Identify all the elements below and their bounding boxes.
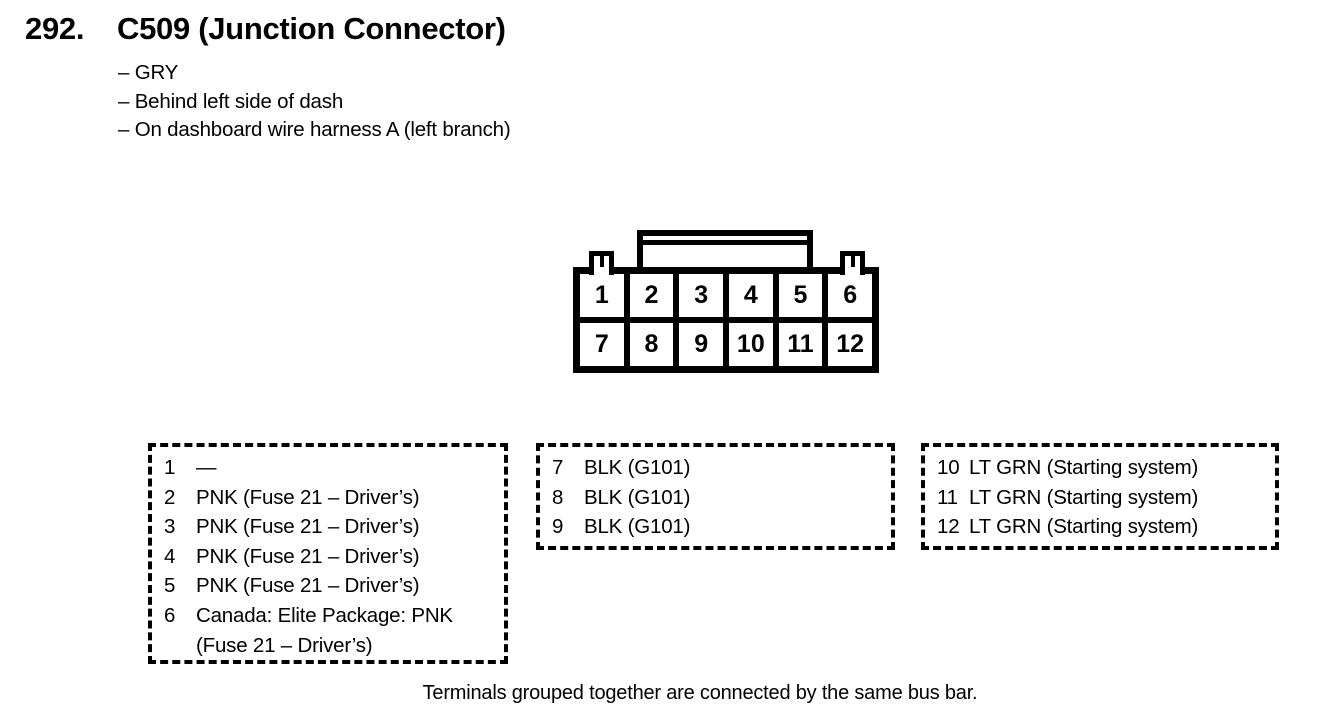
- connector-keying-bump-right: [840, 251, 865, 275]
- pin-description: Canada: Elite Package: PNK: [196, 603, 453, 627]
- pin-entry: 3 PNK (Fuse 21 – Driver’s): [164, 512, 500, 542]
- pin-description: BLK (G101): [584, 485, 691, 509]
- pin-description: PNK (Fuse 21 – Driver’s): [196, 574, 420, 598]
- pin-description: PNK (Fuse 21 – Driver’s): [196, 485, 420, 509]
- bus-bar-footnote: Terminals grouped together are connected…: [422, 682, 978, 704]
- bus-bar-group-3: 10 LT GRN (Starting system) 11 LT GRN (S…: [921, 443, 1279, 550]
- page-title: C509 (Junction Connector): [117, 11, 506, 46]
- pin-entry: 1 —: [164, 453, 500, 483]
- connector-lock-tab: [637, 230, 813, 267]
- connector-notes: – GRY – Behind left side of dash – On da…: [118, 59, 511, 145]
- connector-keying-bump-left: [589, 251, 614, 275]
- pin-description: LT GRN (Starting system): [969, 485, 1199, 509]
- pin-entry: 6 Canada: Elite Package: PNK: [164, 601, 500, 631]
- section-number: 292.: [25, 11, 85, 46]
- pin-cavity-3: 3: [679, 274, 723, 317]
- pin-cavity-12: 12: [828, 323, 872, 366]
- pin-cavity-2: 2: [629, 274, 674, 317]
- pin-description: BLK (G101): [584, 456, 691, 479]
- pin-description: —: [196, 456, 217, 479]
- note-harness: – On dashboard wire harness A (left bran…: [118, 118, 511, 141]
- connector-lock-tab-ridge: [643, 240, 807, 245]
- note-color: – GRY: [118, 61, 179, 84]
- pin-number: 7: [552, 456, 564, 479]
- pin-entry: 2 PNK (Fuse 21 – Driver’s): [164, 483, 500, 513]
- pin-number: 10: [937, 456, 960, 479]
- pin-description: BLK (G101): [584, 515, 691, 539]
- pin-number: 11: [937, 485, 958, 509]
- pin-entry: 4 PNK (Fuse 21 – Driver’s): [164, 542, 500, 572]
- pin-entry: 12 LT GRN (Starting system): [937, 512, 1271, 542]
- pin-description: (Fuse 21 – Driver’s): [196, 633, 373, 657]
- pin-number: 4: [164, 544, 176, 568]
- pin-cavity-4: 4: [729, 274, 773, 317]
- pin-description: LT GRN (Starting system): [969, 515, 1199, 539]
- pin-entry: 7 BLK (G101): [552, 453, 887, 483]
- note-location: – Behind left side of dash: [118, 89, 344, 113]
- connector-body: 1 2 3 4 5 6 7 8 9 10 11 12: [573, 267, 879, 373]
- pin-number: 8: [552, 485, 564, 509]
- pin-cavity-1: 1: [580, 274, 624, 317]
- bus-bar-group-2: 7 BLK (G101) 8 BLK (G101) 9 BLK (G101): [536, 443, 895, 550]
- bus-bar-group-1: 1 — 2 PNK (Fuse 21 – Driver’s) 3 PNK (Fu…: [148, 443, 508, 664]
- pin-entry: 5 PNK (Fuse 21 – Driver’s): [164, 571, 500, 601]
- pin-cavity-8: 8: [629, 323, 674, 366]
- pin-number: 2: [164, 485, 176, 509]
- pin-entry: 10 LT GRN (Starting system): [937, 453, 1271, 483]
- pin-cavity-10: 10: [729, 323, 773, 366]
- pin-cavity-9: 9: [679, 323, 723, 366]
- pin-cavity-6: 6: [828, 274, 872, 317]
- pin-description: LT GRN (Starting system): [969, 456, 1199, 479]
- pin-entry-continuation: (Fuse 21 – Driver’s): [164, 631, 500, 661]
- keying-slit: [850, 256, 855, 267]
- pin-cavity-7: 7: [580, 323, 624, 366]
- pin-cavity-5: 5: [778, 274, 823, 317]
- keying-slit: [599, 256, 604, 267]
- pin-entry: 9 BLK (G101): [552, 512, 887, 542]
- pin-number: 9: [552, 515, 564, 539]
- pin-number: 12: [937, 515, 960, 539]
- pin-cavity-11: 11: [778, 323, 823, 366]
- pin-entry: 8 BLK (G101): [552, 483, 887, 513]
- connector-diagram: 1 2 3 4 5 6 7 8 9 10 11 12: [573, 230, 879, 373]
- pin-description: PNK (Fuse 21 – Driver’s): [196, 515, 420, 539]
- pin-number: 5: [164, 574, 176, 598]
- pin-description: PNK (Fuse 21 – Driver’s): [196, 544, 420, 568]
- pin-number: 6: [164, 603, 176, 627]
- pin-number: 3: [164, 515, 176, 539]
- pin-number: 1: [164, 456, 176, 479]
- pin-entry: 11 LT GRN (Starting system): [937, 483, 1271, 513]
